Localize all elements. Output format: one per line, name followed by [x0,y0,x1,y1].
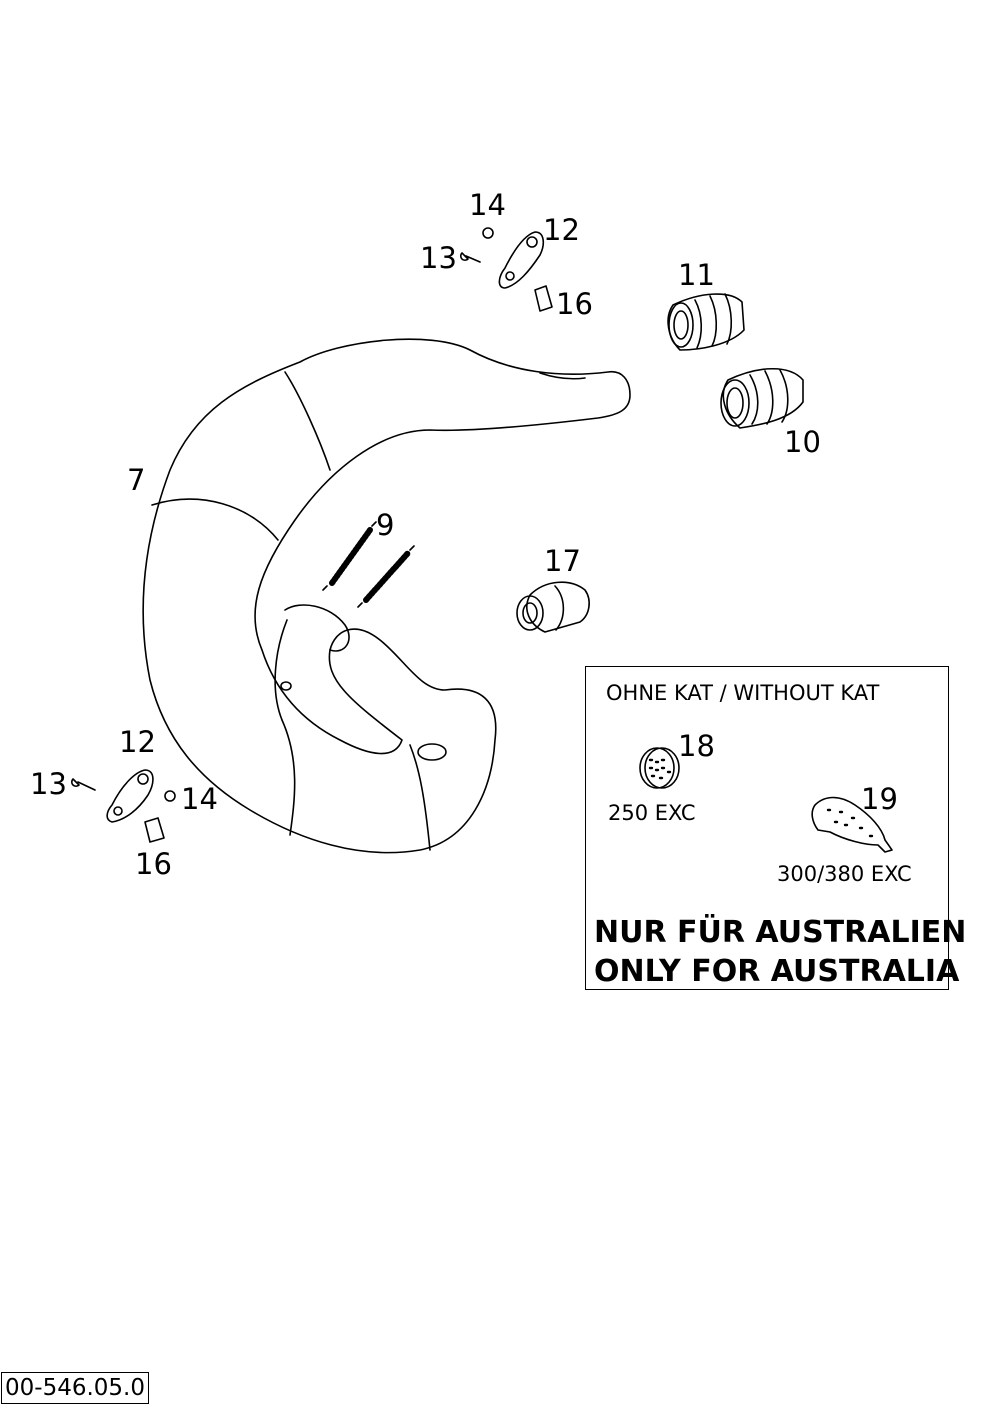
callout-part-14-bottom: 14 [181,782,218,816]
inset-without-kat: OHNE KAT / WITHOUT KAT 18 250 EXC 19 300… [585,666,966,990]
callout-part-16-bottom: 16 [135,847,172,881]
document-code: 00-546.05.0 [1,1372,149,1404]
bracket-group-bottom [70,769,176,843]
notice-line-german: NUR FÜR AUSTRALIEN [594,915,967,950]
callout-part-16-top: 16 [556,287,593,321]
callout-part-9: 9 [376,508,395,542]
callout-part-7: 7 [127,463,146,497]
filter-disk-part-18 [639,747,680,789]
callout-part-18: 18 [678,729,715,763]
springs-part-9 [322,521,415,608]
inset-title: OHNE KAT / WITHOUT KAT [606,681,880,705]
adapter-part-17 [516,581,590,633]
callout-part-10: 10 [784,425,821,459]
callout-part-13-bottom: 13 [30,767,67,801]
callout-part-14-top: 14 [469,188,506,222]
exhaust-pipe-part-7 [142,338,631,854]
callout-part-12-top: 12 [543,213,580,247]
callout-part-19: 19 [861,782,898,816]
sleeve-part-10 [720,367,804,429]
variant-label-250-exc: 250 EXC [608,801,696,825]
callout-part-12-bottom: 12 [119,725,156,759]
insert-part-19 [811,796,893,853]
sleeve-part-11 [667,293,745,351]
bracket-group-top [459,227,553,312]
callout-part-13-top: 13 [420,241,457,275]
variant-label-300-380-exc: 300/380 EXC [777,862,912,886]
notice-line-english: ONLY FOR AUSTRALIA [594,954,960,989]
callout-part-11: 11 [678,258,715,292]
callout-part-17: 17 [544,544,581,578]
